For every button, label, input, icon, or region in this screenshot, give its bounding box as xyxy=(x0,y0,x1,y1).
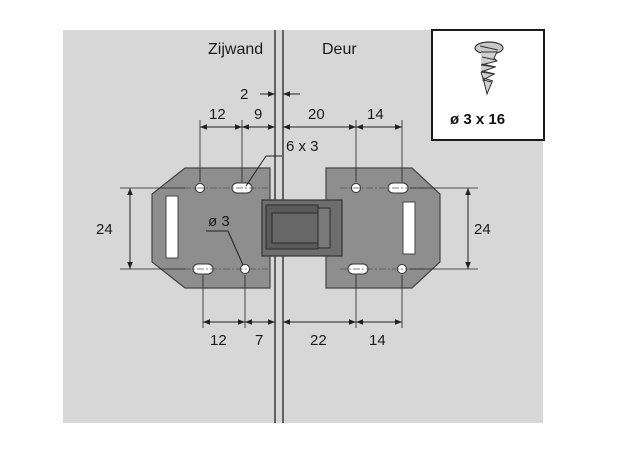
left-mounting-plate xyxy=(151,167,271,289)
screw-icon xyxy=(474,41,504,96)
slot-size-label: 6 x 3 xyxy=(286,138,319,155)
left-plate-slot xyxy=(165,195,179,259)
screw-spec: ø 3 x 16 xyxy=(450,111,505,128)
screw-inset: ø 3 x 16 xyxy=(431,29,545,141)
right-height-dimension: 24 xyxy=(410,187,491,270)
left-height-dimension: 24 xyxy=(96,187,185,270)
left-height-value: 24 xyxy=(96,221,113,238)
top-dimensions: 12 9 20 14 xyxy=(200,106,402,130)
dimension-7-bottom: 7 xyxy=(255,332,263,349)
gap-dimension-value: 2 xyxy=(240,86,248,103)
dimension-9-top: 9 xyxy=(254,106,262,123)
dimension-14-top: 14 xyxy=(367,106,384,123)
top-extension-lines xyxy=(199,120,403,182)
bottom-dimensions: 12 7 22 14 xyxy=(203,319,402,349)
side-wall-label: Zijwand xyxy=(208,41,263,58)
hole-callout: ø 3 xyxy=(206,213,244,266)
bottom-extension-lines xyxy=(202,275,403,328)
dimension-14-bottom: 14 xyxy=(369,332,386,349)
dimension-12-top: 12 xyxy=(209,106,226,123)
gap-dimension: 2 xyxy=(240,86,300,103)
door-label: Deur xyxy=(322,41,357,58)
right-plate-slot xyxy=(402,201,416,255)
dimension-22-bottom: 22 xyxy=(310,332,327,349)
dimension-20-top: 20 xyxy=(308,106,325,123)
slot-callout: 6 x 3 xyxy=(245,138,319,187)
latch-mechanism xyxy=(261,199,343,257)
hole-size-label: ø 3 xyxy=(208,213,230,230)
right-height-value: 24 xyxy=(474,221,491,238)
dimension-12-bottom: 12 xyxy=(210,332,227,349)
right-mounting-plate xyxy=(325,167,441,289)
